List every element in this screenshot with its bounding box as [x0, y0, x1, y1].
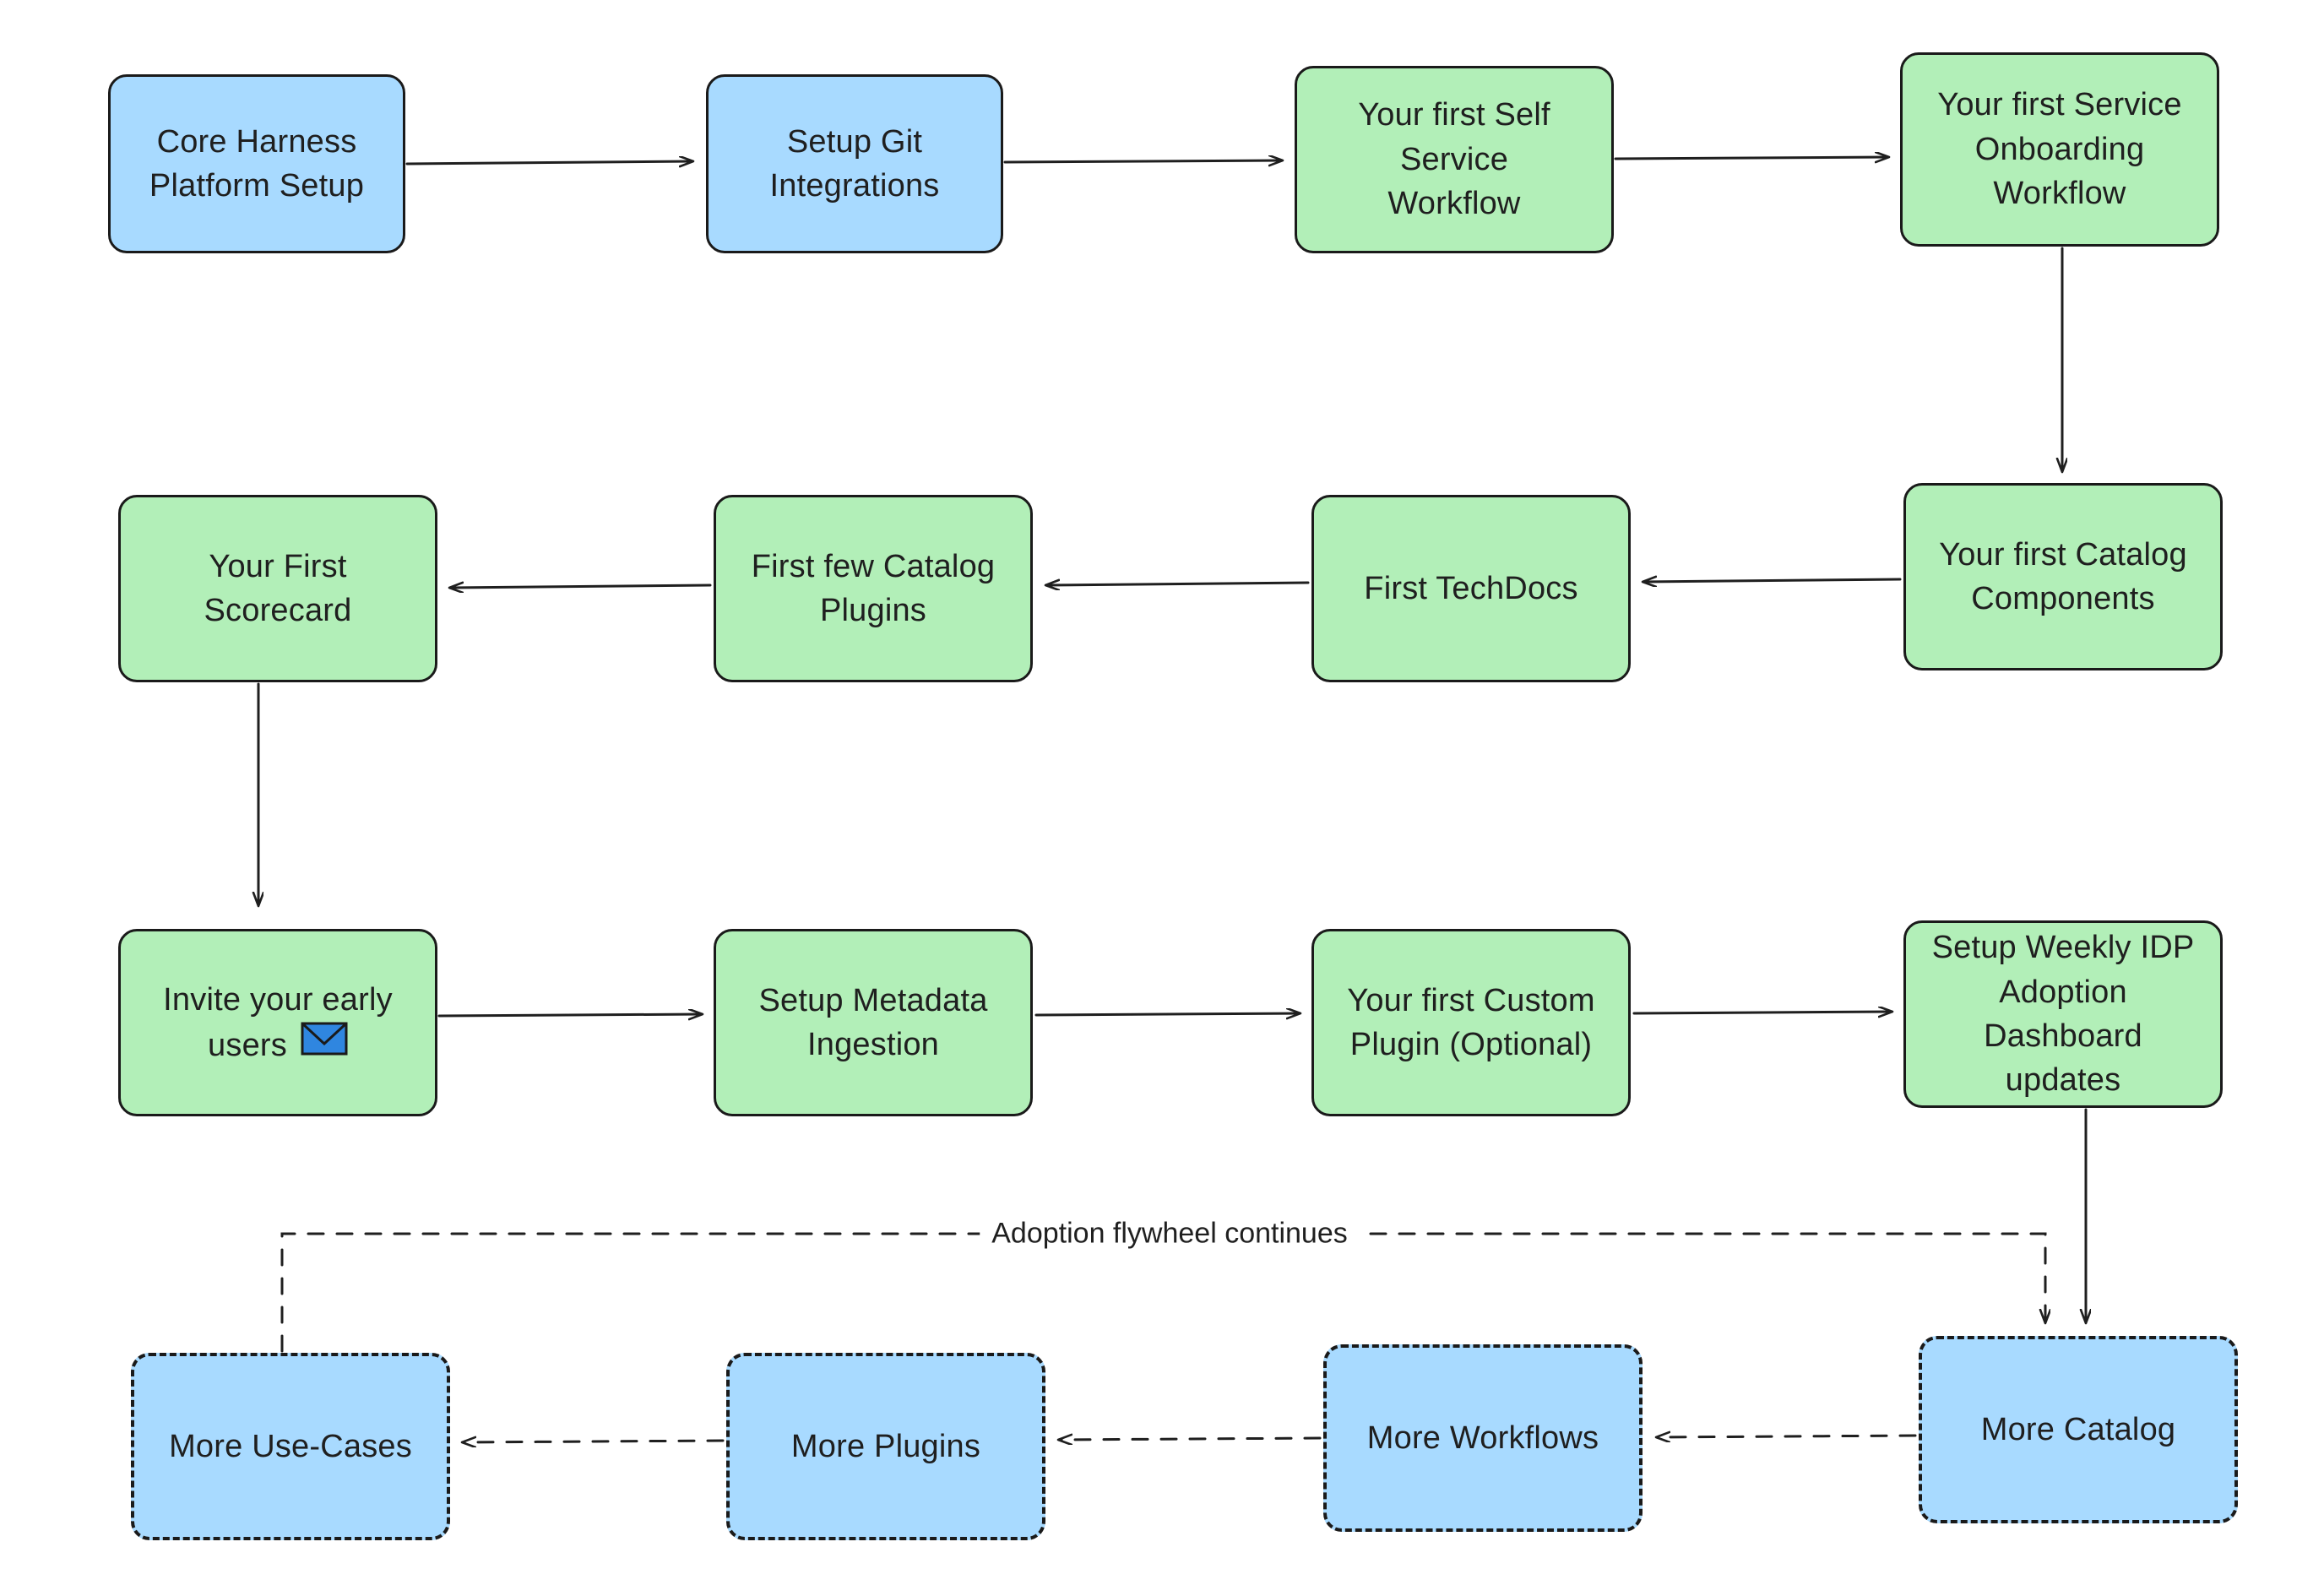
edge-morecatalog-to-moreworkflows: [1657, 1436, 1917, 1437]
edge-selfservice-to-onboarding: [1614, 157, 1888, 159]
node-label: Core Harness Platform Setup: [149, 123, 365, 204]
node-more-use-cases[interactable]: More Use-Cases: [131, 1353, 450, 1540]
node-your-first-scorecard[interactable]: Your First Scorecard: [118, 495, 437, 682]
edge-git-to-selfservice: [1003, 160, 1282, 162]
node-your-first-service-onboarding-workflow[interactable]: Your first Service Onboarding Workflow: [1900, 52, 2219, 247]
node-label: Invite your early users: [133, 978, 423, 1068]
edge-catalogcomponents-to-techdocs: [1643, 579, 1902, 582]
edge-invite-to-metadata: [437, 1014, 702, 1016]
edge-metadata-to-customplugin: [1034, 1013, 1300, 1015]
node-label: Setup Git Integrations: [769, 123, 940, 204]
node-setup-git-integrations[interactable]: Setup Git Integrations: [706, 74, 1003, 253]
edge-moreplugins-to-moreusecases: [463, 1441, 725, 1442]
node-setup-metadata-ingestion[interactable]: Setup Metadata Ingestion: [714, 929, 1033, 1116]
node-label: First TechDocs: [1364, 570, 1578, 606]
node-label: More Use-Cases: [169, 1428, 412, 1464]
node-your-first-custom-plugin[interactable]: Your first Custom Plugin (Optional): [1311, 929, 1631, 1116]
node-first-techdocs[interactable]: First TechDocs: [1311, 495, 1631, 682]
node-label: More Catalog: [1980, 1411, 2176, 1447]
edge-core-to-git: [405, 161, 692, 164]
node-label: More Workflows: [1366, 1420, 1599, 1456]
node-core-harness-platform-setup[interactable]: Core Harness Platform Setup: [108, 74, 405, 253]
node-label: Your first Service Onboarding Workflow: [1937, 87, 2182, 212]
node-label: First few Catalog Plugins: [751, 548, 996, 628]
node-setup-weekly-idp-adoption-dashboard-updates[interactable]: Setup Weekly IDP Adoption Dashboard upda…: [1903, 920, 2223, 1108]
edge-techdocs-to-catalogplugins: [1046, 583, 1310, 585]
node-label: Your first Catalog Components: [1939, 536, 2187, 616]
node-invite-your-early-users[interactable]: Invite your early users: [118, 929, 437, 1116]
node-label: Your first Self Service Workflow: [1358, 97, 1550, 222]
edge-catalogplugins-to-scorecard: [450, 585, 712, 588]
node-your-first-self-service-workflow[interactable]: Your first Self Service Workflow: [1295, 66, 1614, 253]
node-more-catalog[interactable]: More Catalog: [1919, 1336, 2238, 1523]
node-label: Setup Metadata Ingestion: [758, 982, 988, 1062]
edge-flywheel-loop: [280, 1232, 2045, 1353]
node-your-first-catalog-components[interactable]: Your first Catalog Components: [1903, 483, 2223, 670]
edge-moreworkflows-to-moreplugins: [1059, 1438, 1322, 1440]
node-more-workflows[interactable]: More Workflows: [1323, 1344, 1643, 1532]
node-label: Setup Weekly IDP Adoption Dashboard upda…: [1931, 930, 2195, 1099]
node-label: Your First Scorecard: [204, 548, 352, 628]
node-first-few-catalog-plugins[interactable]: First few Catalog Plugins: [714, 495, 1033, 682]
node-label-text: Invite your early users: [163, 981, 393, 1063]
edge-customplugin-to-weeklyidp: [1632, 1012, 1892, 1013]
node-label: Your first Custom Plugin (Optional): [1347, 982, 1595, 1062]
envelope-icon: [287, 1022, 348, 1056]
node-more-plugins[interactable]: More Plugins: [726, 1353, 1045, 1540]
edge-label-adoption-flywheel-continues: Adoption flywheel continues: [980, 1217, 1360, 1251]
node-label: More Plugins: [790, 1428, 981, 1464]
